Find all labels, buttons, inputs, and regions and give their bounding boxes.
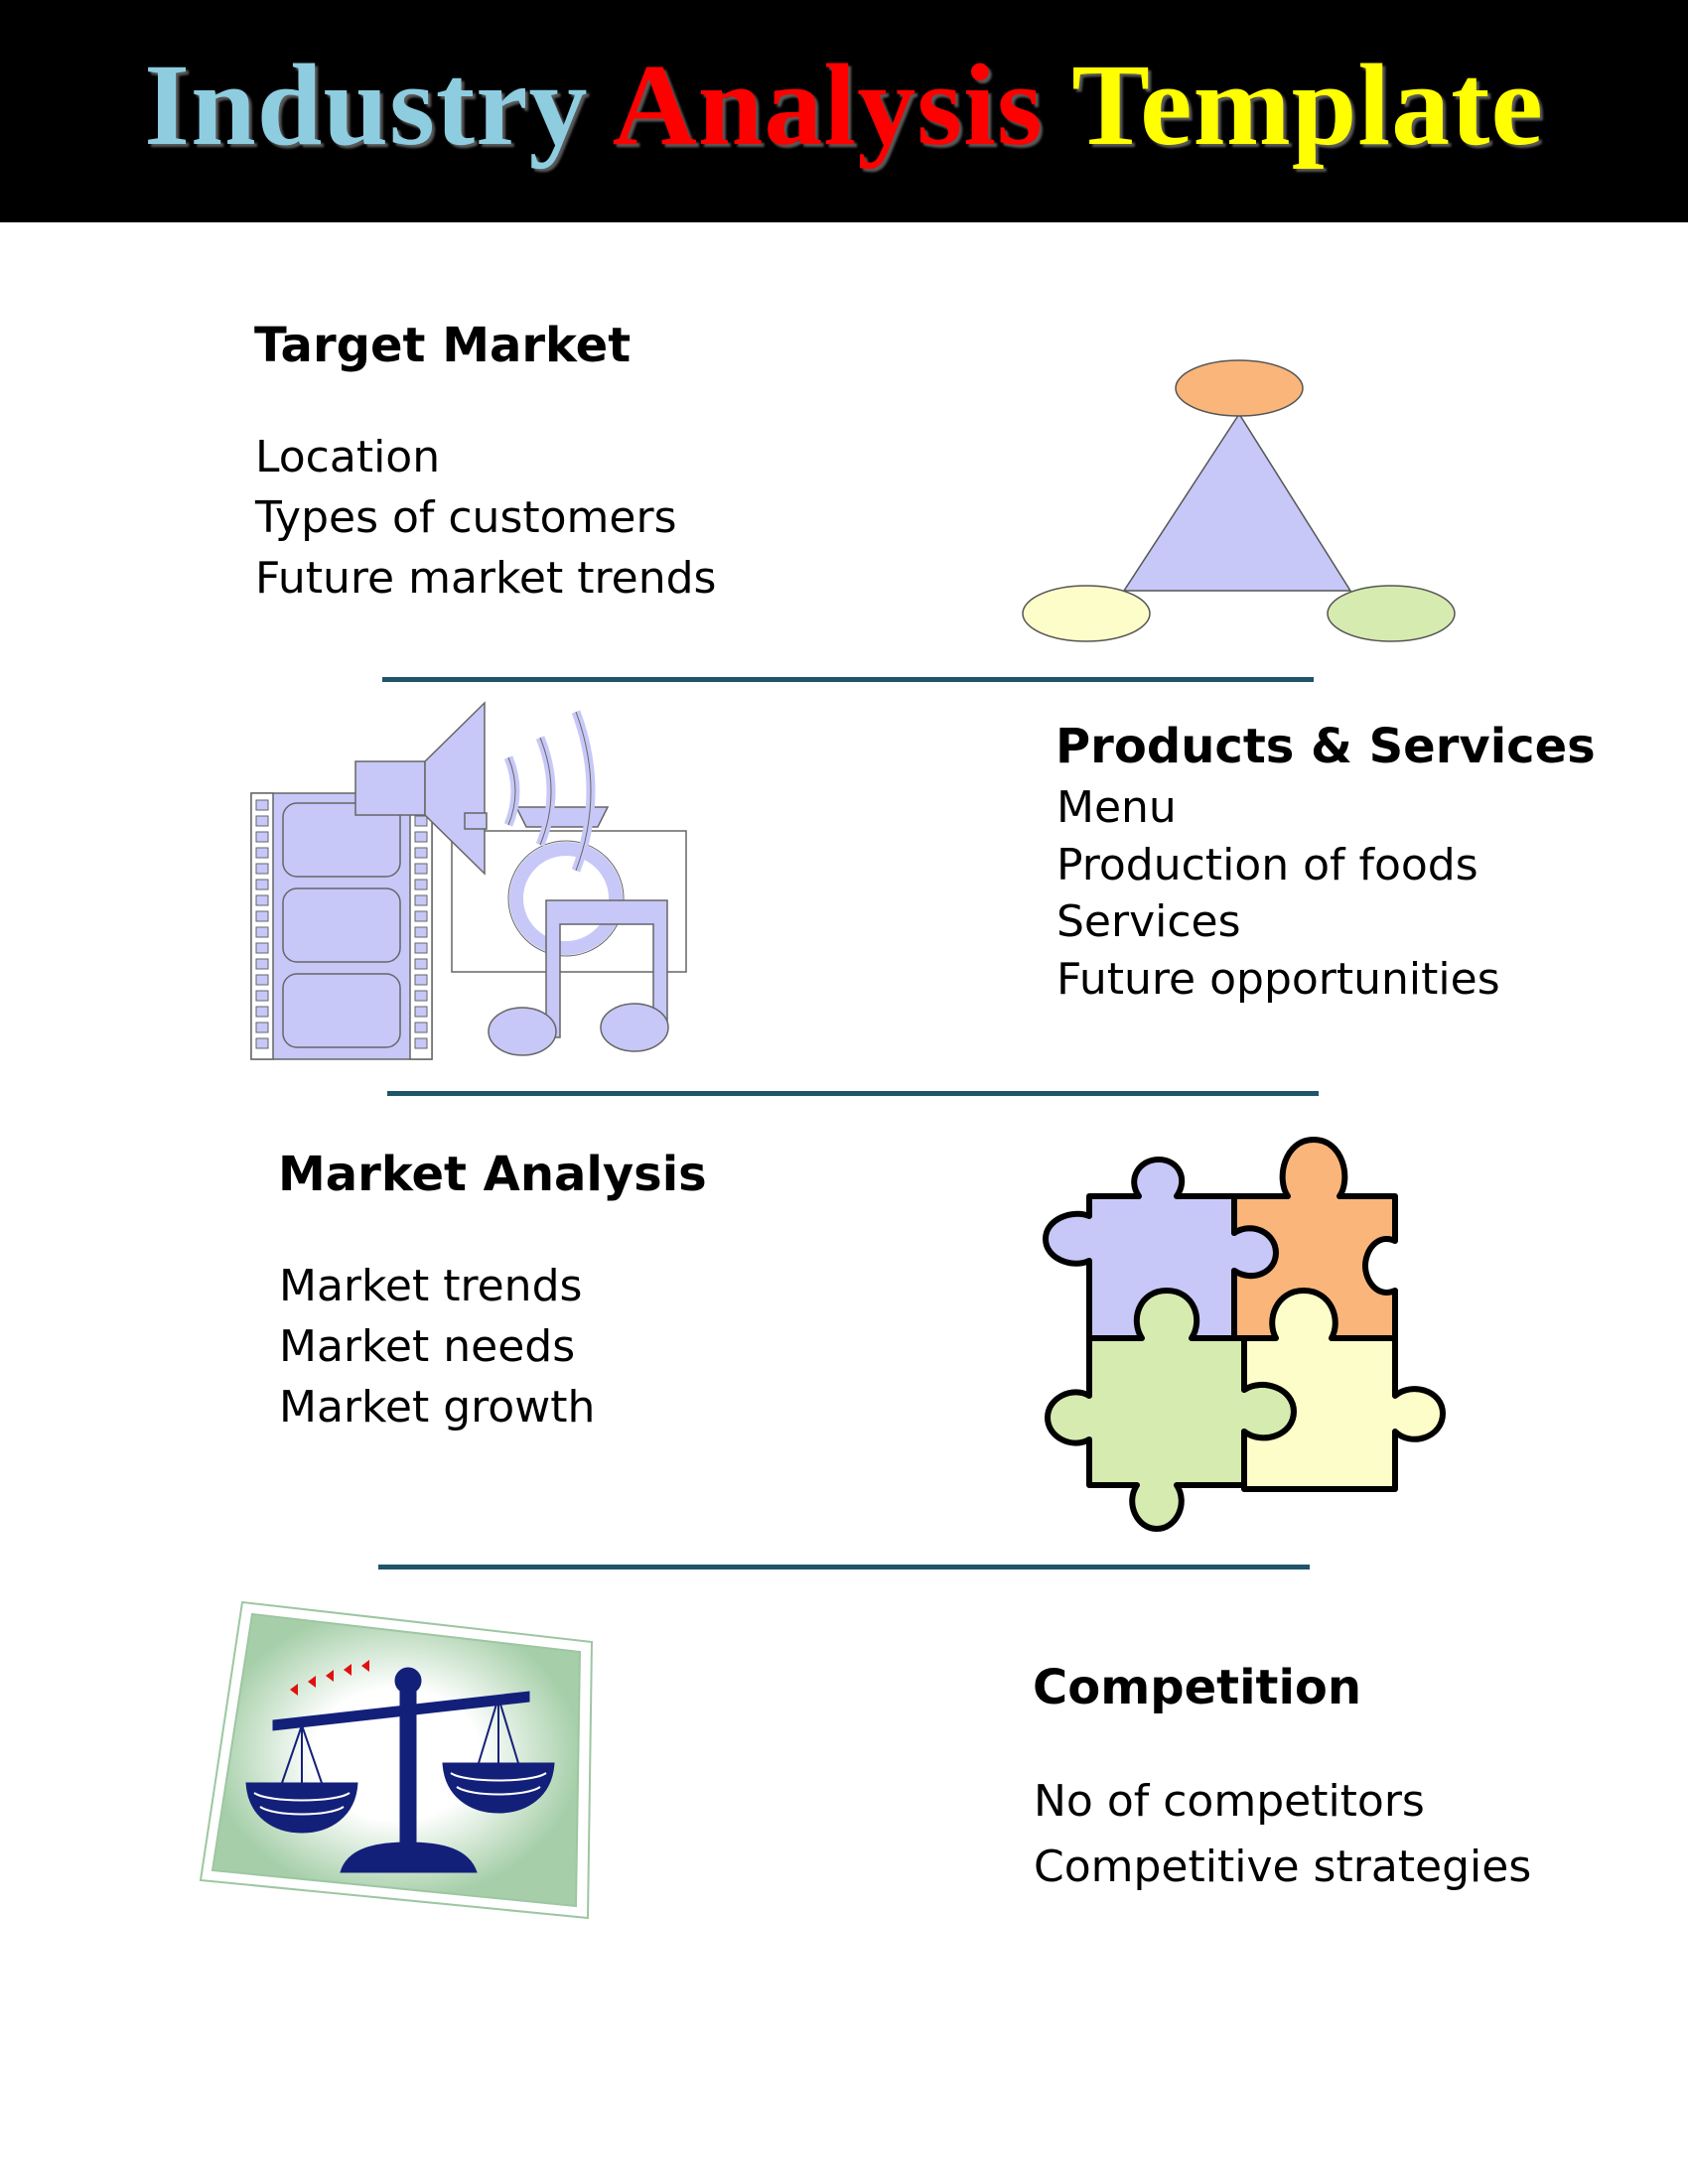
section-divider bbox=[378, 1565, 1310, 1570]
list-item: Competitive strategies bbox=[1034, 1842, 1532, 1892]
title-word-industry: Industry bbox=[144, 40, 589, 170]
section-divider bbox=[382, 677, 1314, 682]
list-item: No of competitors bbox=[1034, 1776, 1425, 1827]
list-item: Market trends bbox=[279, 1261, 583, 1311]
list-item: Future opportunities bbox=[1056, 953, 1500, 1005]
section-divider bbox=[387, 1091, 1319, 1096]
target-market-heading: Target Market bbox=[254, 318, 632, 373]
list-item: Services bbox=[1056, 896, 1241, 947]
target-market-list: Location Types of customers Future marke… bbox=[255, 427, 716, 609]
list-item: Production of foods bbox=[1056, 839, 1478, 890]
list-item: Location bbox=[255, 432, 441, 482]
list-item: Types of customers bbox=[255, 492, 677, 543]
balance-scale-icon bbox=[199, 1600, 594, 1920]
title-word-template: Template bbox=[1071, 40, 1544, 170]
triangle-cycle-icon bbox=[1022, 359, 1456, 642]
title-word-analysis: Analysis bbox=[612, 40, 1044, 170]
puzzle-icon bbox=[1043, 1137, 1446, 1532]
market-analysis-list: Market trends Market needs Market growth bbox=[279, 1256, 595, 1437]
list-item: Market needs bbox=[279, 1321, 576, 1372]
list-item: Market growth bbox=[279, 1382, 596, 1433]
multimedia-icon bbox=[250, 701, 687, 1060]
title-banner: Industry Analysis Template bbox=[0, 0, 1688, 222]
list-item: Menu bbox=[1056, 782, 1177, 833]
competition-list: No of competitors Competitive strategies bbox=[1034, 1769, 1531, 1900]
products-services-list: Menu Production of foods Services Future… bbox=[1056, 779, 1500, 1008]
products-services-heading: Products & Services bbox=[1055, 719, 1596, 774]
document-title: Industry Analysis Template bbox=[144, 38, 1544, 173]
market-analysis-heading: Market Analysis bbox=[278, 1147, 707, 1202]
competition-heading: Competition bbox=[1033, 1660, 1362, 1715]
list-item: Future market trends bbox=[255, 553, 717, 604]
